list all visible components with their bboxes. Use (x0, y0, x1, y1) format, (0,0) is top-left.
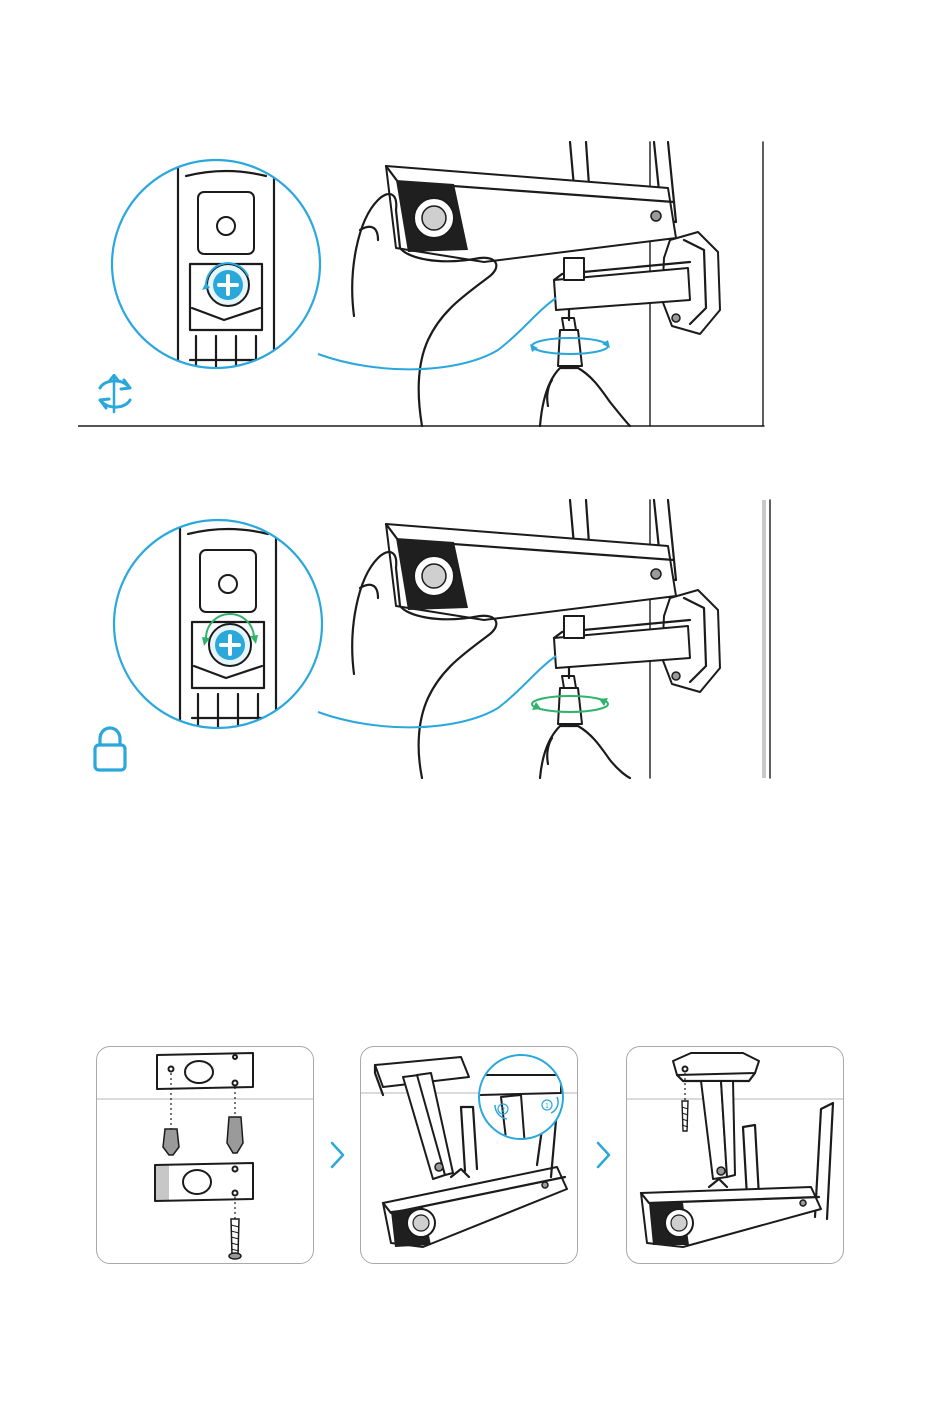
lock-illustration (78, 498, 778, 782)
adjust-illustration (78, 140, 778, 432)
step-1-panel (96, 1046, 314, 1264)
step-arrow-2 (594, 1140, 614, 1170)
rotate-adjust-icon (90, 374, 142, 414)
callout-marker-2: 2 (501, 1107, 505, 1114)
step-arrow-1 (328, 1140, 348, 1170)
figure-lock (78, 498, 778, 782)
callout-marker-1: 1 (545, 1103, 549, 1110)
step-2-panel: 2 1 (360, 1046, 578, 1264)
figure-adjust (78, 140, 778, 432)
step-3-panel (626, 1046, 844, 1264)
lock-icon (92, 726, 128, 772)
